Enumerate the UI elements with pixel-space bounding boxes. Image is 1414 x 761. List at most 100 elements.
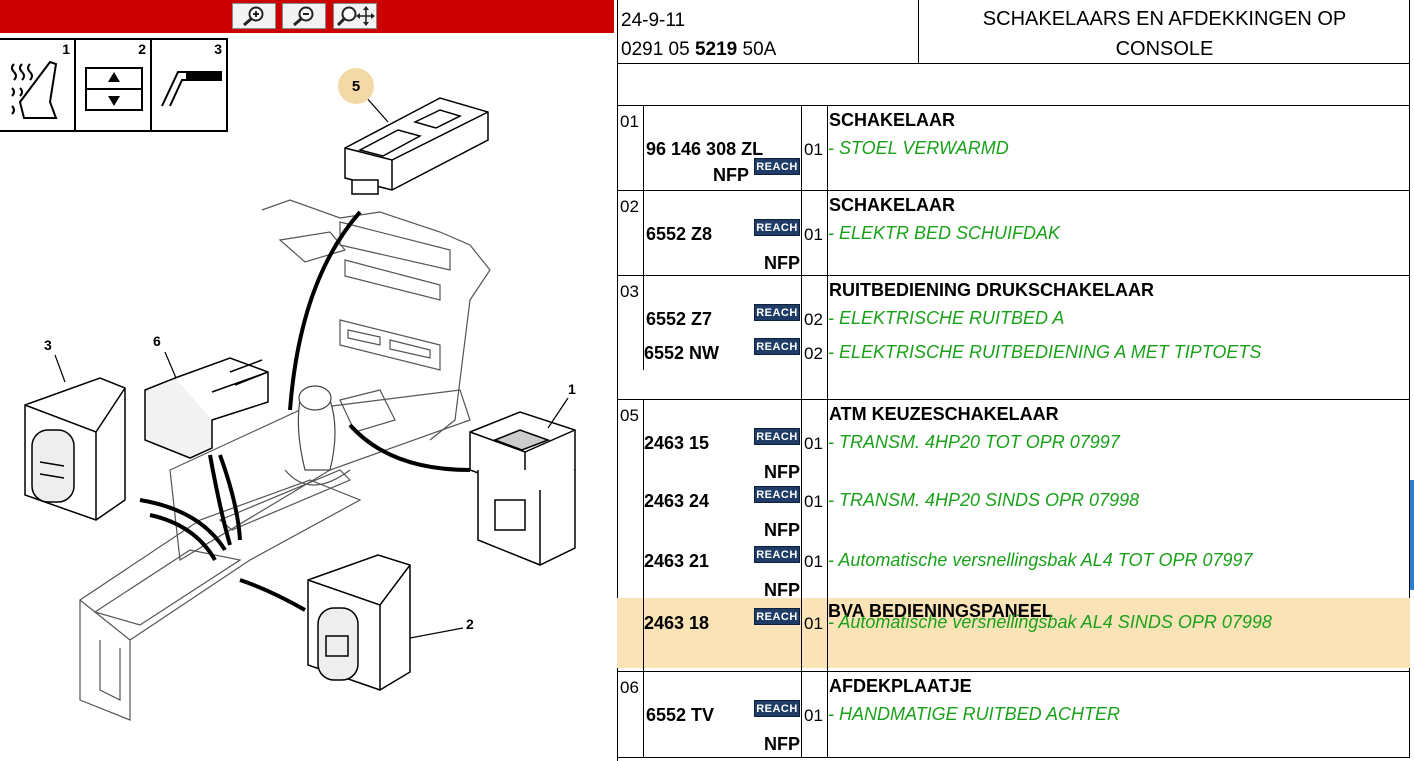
part-number[interactable]: 2463 24: [644, 491, 710, 511]
group-title: ATM KEUZESCHAKELAAR: [829, 404, 1059, 424]
part-number[interactable]: 6552 NW: [644, 343, 720, 363]
legend-cell-2: 2: [76, 40, 152, 130]
part-quantity: 01: [804, 706, 823, 725]
header-divider: [918, 0, 919, 64]
nfp-label: NFP: [764, 580, 800, 600]
title-line-1: SCHAKELAARS EN AFDEKKINGEN OP: [982, 8, 1347, 30]
column-divider: [643, 106, 644, 191]
reach-badge[interactable]: REACH: [754, 219, 800, 236]
part-quantity: 01: [804, 552, 823, 571]
part-number[interactable]: 6552 TV: [646, 705, 715, 725]
part-quantity: 01: [804, 492, 823, 511]
part-quantity: 01: [804, 140, 823, 159]
group-title: RUITBEDIENING DRUKSCHAKELAAR: [829, 280, 1155, 300]
group-number: 06: [620, 678, 639, 697]
callout-3[interactable]: 3: [44, 337, 52, 353]
part-description: - TRANSM. 4HP20 TOT OPR 07997: [828, 432, 1120, 452]
column-divider: [643, 276, 644, 336]
group-title: SCHAKELAAR: [829, 195, 955, 215]
column-divider: [801, 191, 802, 276]
callout-1[interactable]: 1: [568, 381, 576, 397]
column-divider: [827, 106, 828, 191]
part-description: - ELEKTRISCHE RUITBED A: [828, 308, 1065, 328]
callout-6[interactable]: 6: [153, 333, 161, 349]
group-number: 05: [620, 406, 639, 425]
column-divider: [643, 400, 644, 672]
nfp-label: NFP: [764, 520, 800, 540]
parts-list-pane: 24-9-11 0291 05 5219 50A SCHAKELAARS EN …: [617, 0, 1410, 761]
callout-5[interactable]: 5: [338, 68, 374, 104]
zoom-out-button[interactable]: [282, 3, 326, 29]
reach-badge[interactable]: REACH: [754, 158, 800, 175]
sunroof-icon: [161, 71, 222, 107]
zoom-in-button[interactable]: [232, 3, 276, 29]
part-number[interactable]: 2463 21: [644, 551, 710, 571]
blank-row: [617, 64, 1410, 106]
diagram-pane: 1 2 3: [0, 0, 614, 761]
legend-cell-3: 3: [152, 40, 226, 130]
exploded-parts-diagram: [24, 95, 576, 721]
part-description: - ELEKTR BED SCHUIFDAK: [828, 223, 1061, 243]
part-number[interactable]: 2463 15: [644, 433, 710, 453]
column-divider: [827, 400, 828, 672]
legend-cell-1: 1: [0, 40, 76, 130]
reach-badge[interactable]: REACH: [754, 486, 800, 503]
callout-2[interactable]: 2: [466, 616, 474, 632]
ref-suffix: 50A: [737, 39, 777, 60]
group-number: 02: [620, 197, 639, 216]
legend-number: 3: [214, 41, 222, 57]
pane-left-border: [617, 0, 618, 761]
column-divider: [827, 276, 828, 400]
part-quantity: 01: [804, 225, 823, 244]
reach-badge[interactable]: REACH: [754, 700, 800, 717]
group-number: 01: [620, 112, 639, 131]
up-down-arrows-icon: [85, 67, 143, 111]
part-number[interactable]: 6552 Z7: [646, 309, 713, 329]
zoom-in-icon: [243, 6, 264, 27]
zoom-pan-icon: [336, 6, 375, 27]
header: 24-9-11 0291 05 5219 50A SCHAKELAARS EN …: [617, 0, 1410, 64]
column-divider: [827, 672, 828, 758]
nfp-label: NFP: [713, 165, 749, 185]
reach-badge[interactable]: REACH: [754, 338, 800, 355]
legend-number: 2: [138, 41, 146, 57]
part-number[interactable]: 2463 18: [644, 613, 710, 633]
page-title: SCHAKELAARS EN AFDEKKINGEN OP CONSOLE: [919, 4, 1410, 64]
column-divider: [801, 276, 802, 400]
legend-number: 1: [62, 41, 70, 57]
reach-badge[interactable]: REACH: [754, 546, 800, 563]
reach-badge[interactable]: REACH: [754, 608, 800, 625]
part-quantity: 02: [804, 310, 823, 329]
window-edge-strip: [1410, 480, 1414, 590]
zoom-pan-button[interactable]: [333, 3, 377, 29]
part-description: - Automatische versnellingsbak AL4 SINDS…: [828, 612, 1272, 632]
part-description: - Automatische versnellingsbak AL4 TOT O…: [828, 550, 1253, 570]
group-title: AFDEKPLAATJE: [829, 676, 972, 696]
title-line-2: CONSOLE: [1115, 38, 1214, 60]
ref-bold: 5219: [694, 39, 738, 60]
reach-badge[interactable]: REACH: [754, 428, 800, 445]
reach-badge[interactable]: REACH: [754, 304, 800, 321]
group-number: 03: [620, 282, 639, 301]
column-divider: [643, 672, 644, 758]
part-number[interactable]: 96 146 308 ZL: [646, 139, 764, 159]
symbol-legend: 1 2 3: [0, 38, 228, 132]
part-quantity: 01: [804, 614, 823, 633]
part-quantity: 01: [804, 434, 823, 453]
column-divider: [801, 106, 802, 191]
nfp-label: NFP: [764, 462, 800, 482]
part-number[interactable]: 6552 Z8: [646, 224, 713, 244]
